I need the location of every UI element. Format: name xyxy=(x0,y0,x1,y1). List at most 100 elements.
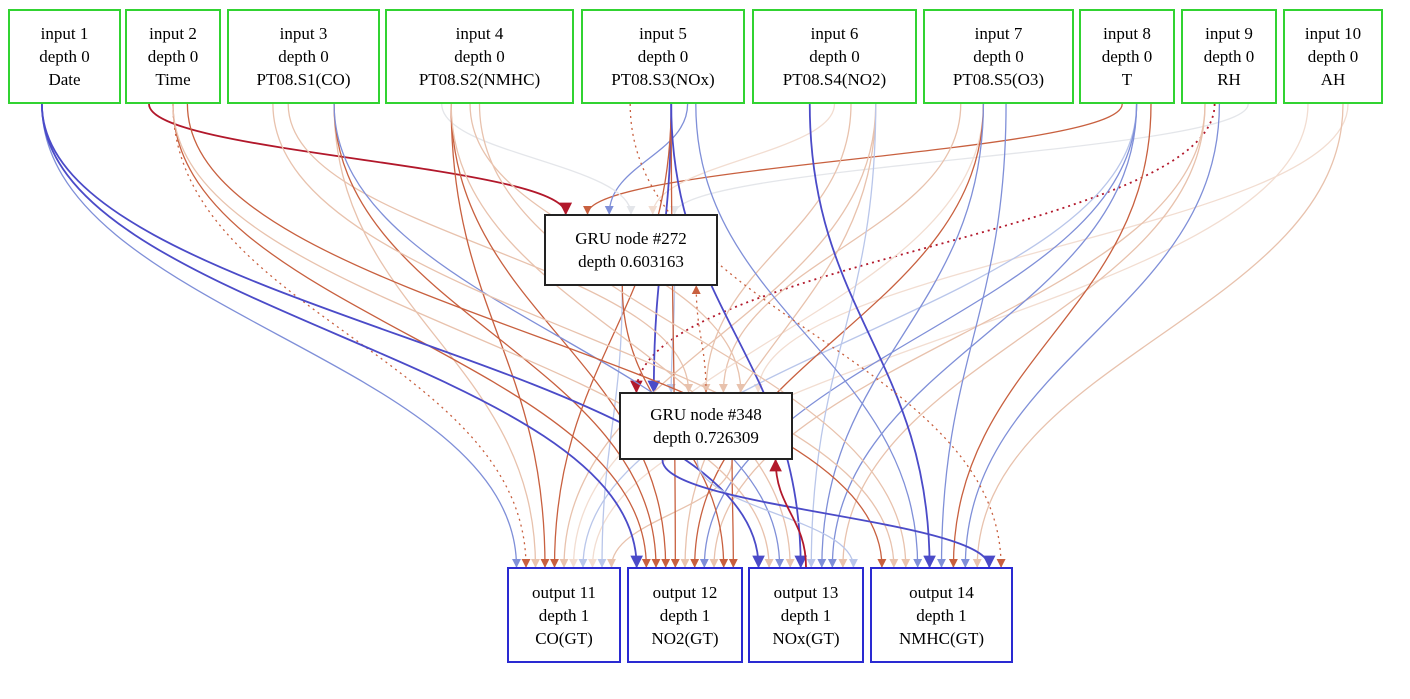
edge-n5-to-h272 xyxy=(604,103,689,215)
input-node-5: input 5 depth 0 PT08.S3(NOx) xyxy=(581,9,745,104)
node-label: PT08.S4(NO2) xyxy=(782,70,887,89)
edge-n8-to-o13 xyxy=(827,103,1138,568)
node-label: Time xyxy=(155,70,191,89)
edge-n3-to-h348 xyxy=(287,103,694,393)
node-depth: depth 0 xyxy=(147,47,199,66)
edge-n5-to-o11 xyxy=(549,103,672,568)
edge-n9-to-h348 xyxy=(630,103,1216,394)
node-title: input 3 xyxy=(279,24,328,43)
edge-n10-to-o14 xyxy=(972,103,1344,568)
edge-h348-to-o13 xyxy=(696,459,858,568)
edge-h348-to-h272 xyxy=(691,285,707,393)
node-depth: depth 1 xyxy=(538,605,590,625)
node-title: input 2 xyxy=(149,24,197,43)
input-node-7: input 7 depth 0 PT08.S5(O3) xyxy=(923,9,1074,104)
node-title: input 9 xyxy=(1205,24,1253,43)
node-label: PT08.S3(NOx) xyxy=(611,70,715,89)
input-node-2: input 2 depth 0 Time xyxy=(125,9,221,104)
node-label: NO2(GT) xyxy=(651,628,719,648)
node-title: GRU node #272 xyxy=(575,229,687,248)
output-node-11: output 11 depth 1 CO(GT) xyxy=(507,567,621,663)
edge-n5-to-o13 xyxy=(670,103,808,569)
edge-n5-to-o14 xyxy=(629,103,1006,568)
node-depth: depth 0 xyxy=(278,47,329,66)
edge-n3-to-o11 xyxy=(333,103,541,568)
node-label: PT08.S5(O3) xyxy=(952,70,1045,89)
edge-n6-to-h348 xyxy=(701,103,852,393)
node-depth: depth 0.603163 xyxy=(578,252,684,271)
input-node-10: input 10 depth 0 AH xyxy=(1283,9,1383,104)
node-label: NOx(GT) xyxy=(772,628,840,648)
edge-h272-to-o11 xyxy=(597,285,623,568)
node-title: input 8 xyxy=(1103,24,1151,43)
edge-h348-to-o12 xyxy=(728,459,738,568)
input-node-8: input 8 depth 0 T xyxy=(1079,9,1175,104)
edge-n1-to-o11 xyxy=(41,103,522,568)
edge-n6-to-o12 xyxy=(680,103,877,568)
node-depth: depth 0 xyxy=(39,47,90,66)
edge-n9-to-o12 xyxy=(709,103,1206,568)
node-title: input 7 xyxy=(974,24,1023,43)
edge-n9-to-o14 xyxy=(960,103,1221,568)
edge-n5-to-o14 xyxy=(695,103,923,568)
node-title: input 6 xyxy=(810,24,859,43)
node-depth: depth 0 xyxy=(973,47,1024,66)
node-label: CO(GT) xyxy=(535,628,593,648)
node-label: AH xyxy=(1320,70,1346,89)
node-depth: depth 1 xyxy=(780,605,832,625)
input-node-9: input 9 depth 0 RH xyxy=(1181,9,1277,104)
node-title: input 4 xyxy=(455,24,504,43)
edge-n2-to-h272 xyxy=(148,103,572,216)
node-label: RH xyxy=(1217,70,1241,89)
node-title: input 5 xyxy=(639,24,687,43)
edge-n3-to-o14 xyxy=(272,103,899,568)
node-depth: depth 1 xyxy=(916,605,967,625)
edge-n7-to-o12 xyxy=(690,103,985,568)
edge-n7-to-o13 xyxy=(817,103,985,568)
edge-n8-to-o14 xyxy=(948,103,1152,568)
node-label: NMHC(GT) xyxy=(899,628,984,648)
node-depth: depth 0 xyxy=(1101,47,1153,66)
node-depth: depth 0 xyxy=(809,47,860,66)
node-title: output 13 xyxy=(773,582,839,602)
input-node-6: input 6 depth 0 PT08.S4(NO2) xyxy=(752,9,917,104)
edge-n4-to-o14 xyxy=(478,103,911,568)
edge-n6-to-o13 xyxy=(806,103,877,568)
edge-n8-to-o11 xyxy=(578,103,1138,568)
node-label: PT08.S2(NMHC) xyxy=(418,70,541,89)
node-title: output 12 xyxy=(652,582,718,602)
edge-n8-to-h272 xyxy=(583,103,1123,215)
node-title: input 1 xyxy=(40,24,89,43)
edge-n9-to-o13 xyxy=(838,103,1206,568)
edge-n7-to-o11 xyxy=(568,103,985,568)
node-label: PT08.S1(CO) xyxy=(256,70,351,89)
node-title: GRU node #348 xyxy=(650,405,762,424)
node-label: T xyxy=(1121,70,1133,89)
node-title: output 11 xyxy=(531,582,597,602)
input-node-1: input 1 depth 0 Date xyxy=(8,9,121,104)
node-depth: depth 1 xyxy=(659,605,711,625)
node-title: input 10 xyxy=(1304,24,1362,43)
edge-n2-to-o12 xyxy=(172,103,651,568)
gru-node-272: GRU node #272 depth 0.603163 xyxy=(544,214,718,286)
output-node-12: output 12 depth 1 NO2(GT) xyxy=(627,567,743,663)
edge-n4-to-o13 xyxy=(450,103,795,568)
edge-n2-to-o11 xyxy=(172,103,531,568)
edge-n6-to-h272 xyxy=(648,103,836,215)
node-depth: depth 0 xyxy=(637,47,689,66)
edge-n9-to-h272 xyxy=(670,103,1249,215)
edge-n10-to-o11 xyxy=(587,103,1309,568)
node-label: Date xyxy=(48,70,81,89)
input-node-3: input 3 depth 0 PT08.S1(CO) xyxy=(227,9,380,104)
edge-n2-to-o13 xyxy=(172,103,774,568)
edge-n7-to-o14 xyxy=(936,103,1007,568)
output-node-14: output 14 depth 1 NMHC(GT) xyxy=(870,567,1013,663)
edge-n2-to-o14 xyxy=(186,103,887,568)
edge-n6-to-o11 xyxy=(559,103,877,568)
node-depth: depth 0 xyxy=(1307,47,1359,66)
gru-node-348: GRU node #348 depth 0.726309 xyxy=(619,392,793,460)
output-node-13: output 13 depth 1 NOx(GT) xyxy=(748,567,864,663)
node-depth: depth 0 xyxy=(1203,47,1255,66)
edge-n6-to-o14 xyxy=(808,103,936,569)
edge-n4-to-h272 xyxy=(441,103,636,215)
